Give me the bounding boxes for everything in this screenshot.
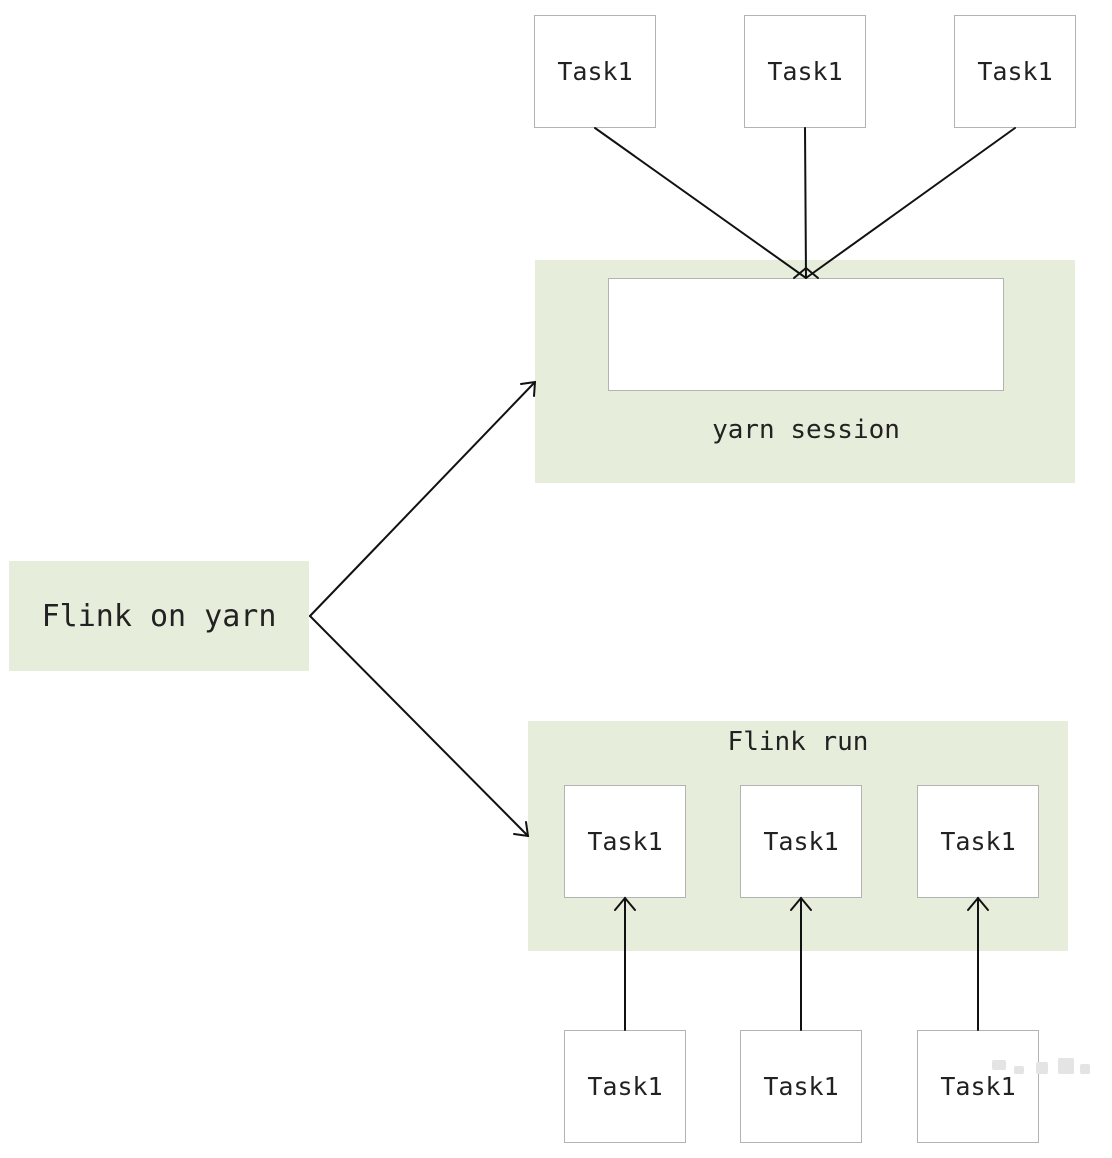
watermark-blur xyxy=(988,1052,1108,1092)
arrow-session-task-2 xyxy=(804,127,807,279)
arrow-root-to-session xyxy=(309,381,536,617)
run-inner-task-box-2: Task1 xyxy=(740,785,862,898)
arrowhead-run-task-2 xyxy=(790,896,812,911)
flink-on-yarn-label: Flink on yarn xyxy=(41,598,277,634)
arrow-root-to-run xyxy=(309,615,529,837)
flink-run-label: Flink run xyxy=(727,727,869,757)
yarn-session-inner-box xyxy=(608,278,1004,391)
arrowhead-session-box xyxy=(793,266,819,279)
arrowhead-run-task-3 xyxy=(967,896,989,911)
run-inner-task-box-1: Task1 xyxy=(564,785,686,898)
session-task-box-3: Task1 xyxy=(954,15,1076,128)
yarn-session-label: yarn session xyxy=(712,415,900,445)
arrowhead-root-to-run xyxy=(513,821,530,838)
arrowhead-run-task-1 xyxy=(614,896,636,911)
run-inner-task-box-3: Task1 xyxy=(917,785,1039,898)
arrow-session-task-3 xyxy=(805,127,1016,279)
arrow-session-task-1 xyxy=(594,127,807,279)
flink-on-yarn-node: Flink on yarn xyxy=(9,561,309,671)
run-outer-task-box-1: Task1 xyxy=(564,1030,686,1143)
run-outer-task-box-3: Task1 xyxy=(917,1030,1039,1143)
session-task-box-1: Task1 xyxy=(534,15,656,128)
session-task-box-2: Task1 xyxy=(744,15,866,128)
arrowhead-root-to-session xyxy=(520,380,537,397)
